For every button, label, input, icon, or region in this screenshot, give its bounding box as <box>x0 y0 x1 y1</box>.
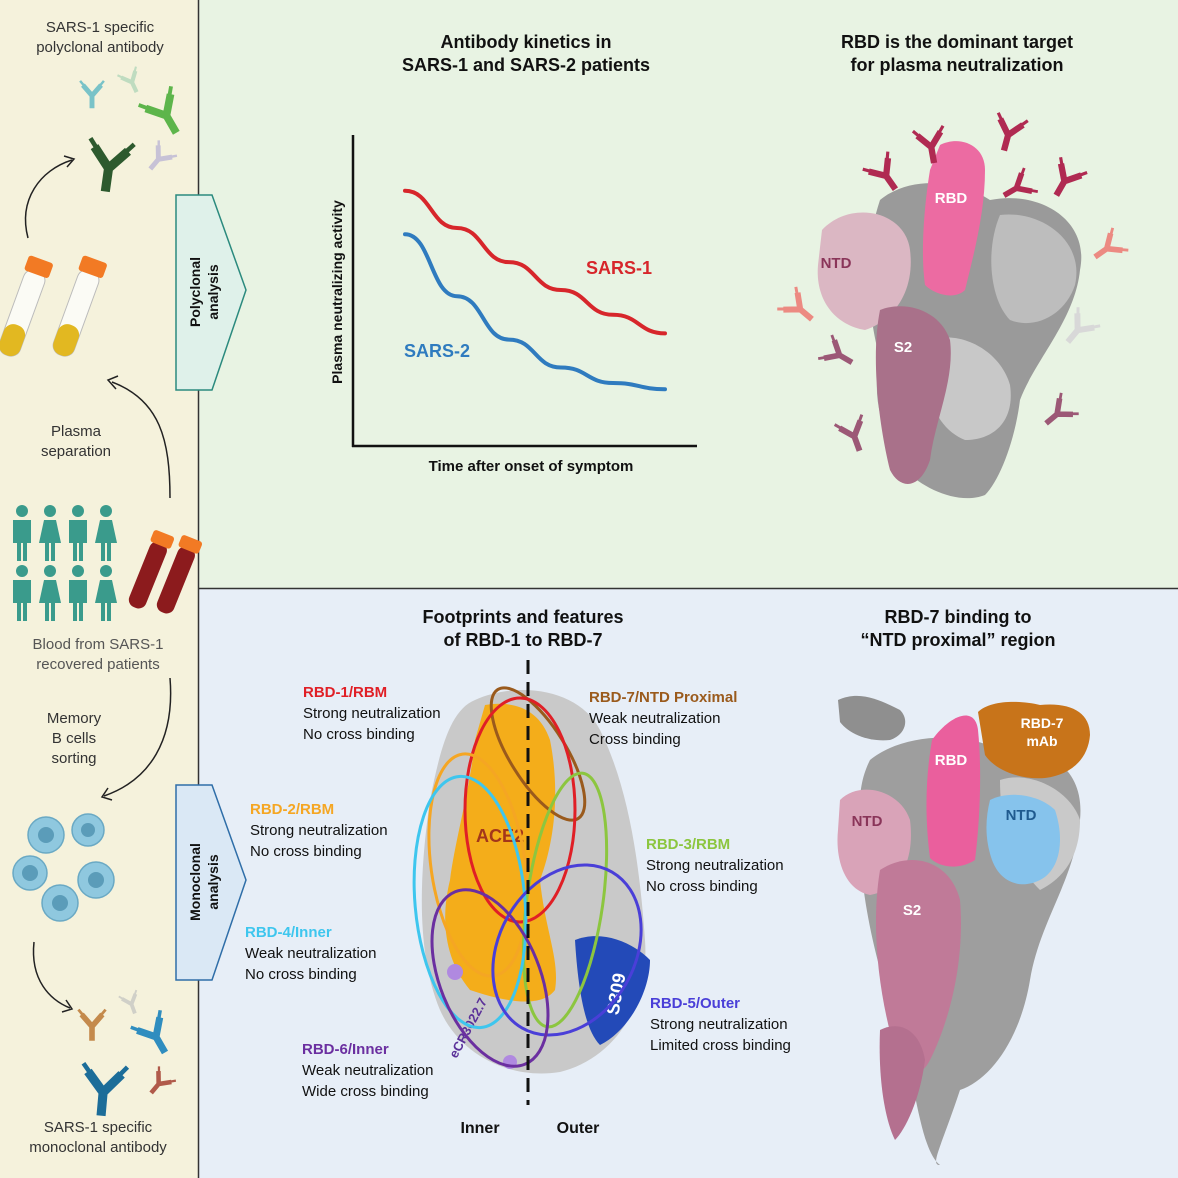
rbd4-line2: No cross binding <box>245 966 357 983</box>
tab-polyclonal-analysis: Polyclonal analysis <box>175 194 247 391</box>
series-line-sars-2 <box>403 232 667 392</box>
spike-s2-label: S2 <box>894 339 912 356</box>
rbd2-info: RBD-2/RBM Strong neutralization No cross… <box>250 801 388 860</box>
sidebar-top-label-1: SARS-1 specific <box>46 19 155 36</box>
rbd6-line2: Wide cross binding <box>302 1083 429 1100</box>
rbd7-mab-label-1: RBD-7 <box>1021 715 1064 731</box>
s2-region-right <box>875 860 961 1073</box>
sars2-series-label: SARS-2 <box>404 341 470 361</box>
rbd4-epitope-ellipse <box>412 774 528 1030</box>
sidebar-bottom-label-1: SARS-1 specific <box>44 1119 153 1136</box>
rbd7-name: RBD-7/NTD Proximal <box>589 689 737 706</box>
chart-y-label: Plasma neutralizing activity <box>329 200 345 384</box>
rbd7-binding-title-2: “NTD proximal” region <box>860 630 1055 650</box>
rbd2-name: RBD-2/RBM <box>250 801 334 818</box>
b-cells-icon <box>12 813 115 922</box>
rbd5-line2: Limited cross binding <box>650 1037 791 1054</box>
ace2-label: ACE2 <box>476 826 524 846</box>
spike-ntd-label: NTD <box>821 255 852 272</box>
tab-monoclonal-analysis: Monoclonal analysis <box>175 784 247 981</box>
spike-rbd-label: RBD <box>935 190 968 207</box>
rbd3-name: RBD-3/RBM <box>646 836 730 853</box>
arrow-icon <box>111 381 171 499</box>
memory-label-3: sorting <box>51 750 96 767</box>
monoclonal-tab-label-2: analysis <box>205 854 221 909</box>
polyclonal-tab-label-2: analysis <box>205 264 221 319</box>
rbd3-line1: Strong neutralization <box>646 857 784 874</box>
sidebar-bottom-label-2: monoclonal antibody <box>29 1139 167 1156</box>
blood-label-2: recovered patients <box>36 656 159 673</box>
rbd-region <box>922 141 985 296</box>
arrow-head-icon <box>63 155 76 168</box>
rbd7-line2: Cross binding <box>589 731 681 748</box>
rbd7-binding-title-1: RBD-7 binding to <box>885 607 1032 627</box>
rbd1-info: RBD-1/RBM Strong neutralization No cross… <box>303 684 441 743</box>
rbd2-line2: No cross binding <box>250 843 362 860</box>
kinetics-title-2: SARS-1 and SARS-2 patients <box>402 55 650 75</box>
rbd3-line2: No cross binding <box>646 878 758 895</box>
footprints-title-2: of RBD-1 to RBD-7 <box>444 630 603 650</box>
plasma-label-1: Plasma <box>51 423 102 440</box>
rbd7-ntd-right-label: NTD <box>1006 807 1037 824</box>
rbd7-mab-label-2: mAb <box>1026 733 1057 749</box>
arrow-icon <box>103 677 172 797</box>
rbd6-epitope-ellipse <box>430 888 550 1068</box>
outer-label: Outer <box>557 1120 600 1137</box>
rbd-target-title-1: RBD is the dominant target <box>841 32 1073 52</box>
kinetics-title-1: Antibody kinetics in <box>440 32 611 52</box>
rbd5-info: RBD-5/Outer Strong neutralization Limite… <box>650 995 791 1054</box>
rbd7-rbd-label: RBD <box>935 752 968 769</box>
monoclonal-tab-label-1: Monoclonal <box>187 843 203 921</box>
arrow-icon <box>24 159 73 239</box>
rbd1-name: RBD-1/RBM <box>303 684 387 701</box>
polyclonal-tab-label-1: Polyclonal <box>187 257 203 327</box>
rbd5-name: RBD-5/Outer <box>650 995 740 1012</box>
rbd5-epitope-ellipse <box>491 863 643 1037</box>
rbd3-info: RBD-3/RBM Strong neutralization No cross… <box>646 836 784 895</box>
arrow-head-icon <box>106 375 119 390</box>
series-line-sars-1 <box>403 188 667 336</box>
plasma-tube-icon <box>0 255 107 357</box>
sidebar-top-label-2: polyclonal antibody <box>36 39 164 56</box>
ntd-region <box>817 212 911 330</box>
arrow-head-icon <box>100 787 113 801</box>
rbd7-info: RBD-7/NTD Proximal Weak neutralization C… <box>589 689 737 748</box>
spike-protein-structure: RBD NTD S2 <box>777 113 1128 499</box>
rbd7-complex-structure: RBD NTD NTD S2 RBD-7 mAb <box>837 695 1090 1165</box>
rbd-region-right <box>926 715 981 867</box>
ntd-right-region <box>986 794 1060 885</box>
rbd7-line1: Weak neutralization <box>589 710 720 727</box>
rbd7-s2-label: S2 <box>903 902 921 919</box>
rbd6-line1: Weak neutralization <box>302 1062 433 1079</box>
kinetics-chart: Plasma neutralizing activity Time after … <box>329 135 697 475</box>
rbd1-line2: No cross binding <box>303 726 415 743</box>
rbd6-info: RBD-6/Inner Weak neutralization Wide cro… <box>302 1041 433 1100</box>
rbd4-info: RBD-4/Inner Weak neutralization No cross… <box>245 924 376 983</box>
memory-label-2: B cells <box>52 730 96 747</box>
sars1-series-label: SARS-1 <box>586 258 652 278</box>
rbd7-mab-region <box>978 701 1090 779</box>
rbd2-line1: Strong neutralization <box>250 822 388 839</box>
rbd4-line1: Weak neutralization <box>245 945 376 962</box>
rbd5-line1: Strong neutralization <box>650 1016 788 1033</box>
rbd4-name: RBD-4/Inner <box>245 924 332 941</box>
chart-x-label: Time after onset of symptom <box>429 458 634 475</box>
inner-label: Inner <box>460 1120 499 1137</box>
s2-region <box>875 306 951 484</box>
plasma-label-2: separation <box>41 443 111 460</box>
memory-label-1: Memory <box>47 710 102 727</box>
arrow-icon <box>32 941 71 1009</box>
arrow-head-icon <box>61 999 74 1013</box>
rbd-target-title-2: for plasma neutralization <box>850 55 1063 75</box>
footprints-title-1: Footprints and features <box>422 607 623 627</box>
rbd6-name: RBD-6/Inner <box>302 1041 389 1058</box>
rbd7-ntd-left-label: NTD <box>852 813 883 830</box>
blood-label-1: Blood from SARS-1 <box>33 636 164 653</box>
blood-tube-icon <box>128 530 203 614</box>
rbd1-line1: Strong neutralization <box>303 705 441 722</box>
rbd1-epitope-ellipse <box>463 696 577 924</box>
